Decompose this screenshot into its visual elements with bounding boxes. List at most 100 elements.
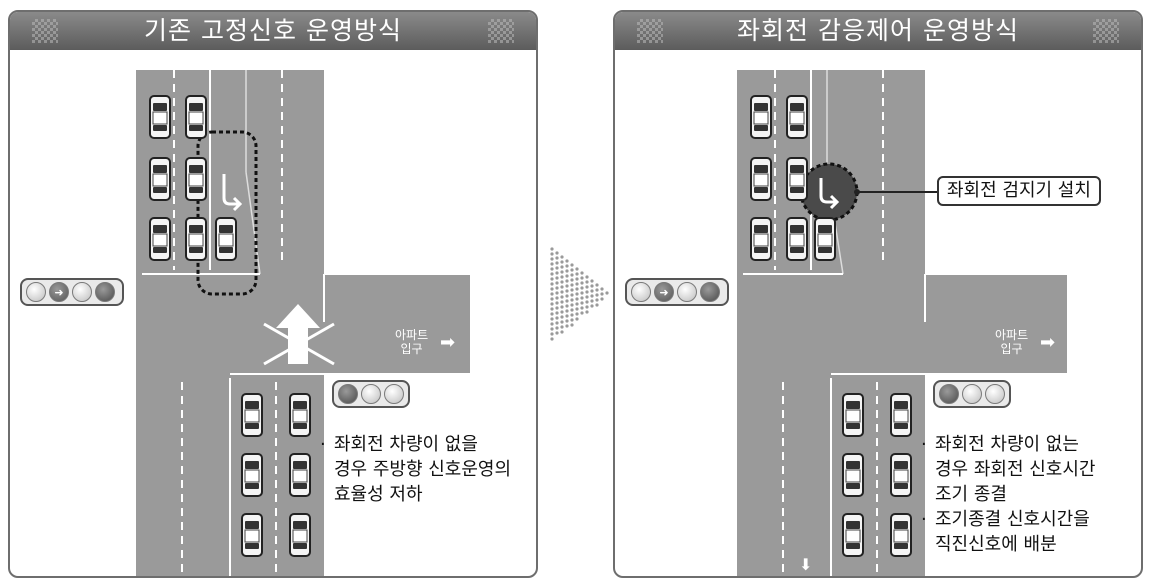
note-line: 직진신호에 배분: [935, 534, 1057, 555]
traffic-light-icon: [332, 380, 410, 408]
dot-icon: [565, 264, 569, 268]
car-icon: [786, 95, 808, 139]
lamp-icon: [361, 384, 381, 404]
car-icon: [842, 513, 864, 557]
car-icon: [215, 217, 237, 261]
dot-icon: [560, 275, 564, 279]
car-icon: [185, 157, 207, 201]
dot-icon: [555, 281, 559, 285]
dot-icon: [550, 277, 554, 281]
lamp-icon: [95, 282, 115, 302]
dot-icon: [595, 293, 599, 297]
car-icon: [241, 393, 263, 437]
dot-icon: [565, 324, 569, 328]
car-icon: [890, 453, 912, 497]
dot-icon: [565, 309, 569, 313]
dot-icon: [590, 284, 594, 288]
dot-icon: [560, 310, 564, 314]
dot-icon: [550, 282, 554, 286]
dot-icon: [590, 294, 594, 298]
dot-icon: [560, 295, 564, 299]
dot-icon: [595, 288, 599, 292]
dot-icon: [565, 304, 569, 308]
dot-icon: [565, 289, 569, 293]
dot-icon: [580, 281, 584, 285]
dot-icon: [555, 331, 559, 335]
right-arrow-icon: ➡: [440, 332, 456, 353]
note-line: 효율성 저하: [334, 484, 423, 505]
car-icon: [185, 95, 207, 139]
lamp-icon: [72, 282, 92, 302]
dot-icon: [550, 337, 554, 341]
note-line: 조기종결 신호시간을: [921, 507, 1095, 532]
apt-label-line2: 입구: [1000, 342, 1023, 356]
car-icon: [786, 157, 808, 201]
left-turn-arrow-icon: [819, 178, 840, 210]
note-line: 좌회전 차량이 없는: [921, 432, 1095, 457]
note: 좌회전 차량이 없는 경우 좌회전 신호시간 조기 종결 조기종결 신호시간을 …: [921, 432, 1095, 557]
dot-icon: [600, 297, 604, 301]
dot-icon: [575, 307, 579, 311]
dot-icon: [550, 317, 554, 321]
note-line: 조기 종결: [935, 484, 1007, 505]
dot-icon: [550, 262, 554, 266]
lamp-icon: [338, 384, 358, 404]
left-turn-arrow-icon: [222, 174, 243, 212]
dot-icon: [550, 257, 554, 261]
dot-icon: [550, 272, 554, 276]
apartment-entrance-label: 아파트 입구: [395, 328, 428, 356]
dot-icon: [595, 283, 599, 287]
dot-icon: [565, 319, 569, 323]
left-panel: 기존 고정신호 운영방식: [8, 10, 538, 578]
dot-icon: [565, 294, 569, 298]
dot-icon: [550, 302, 554, 306]
dot-icon: [550, 287, 554, 291]
dot-icon: [570, 273, 574, 277]
dot-icon: [600, 292, 604, 296]
dot-icon: [565, 279, 569, 283]
lamp-icon: [939, 384, 959, 404]
dot-icon: [580, 271, 584, 275]
dot-icon: [560, 270, 564, 274]
dot-icon: [550, 267, 554, 271]
traffic-light-icon: [933, 380, 1011, 408]
dot-icon: [575, 297, 579, 301]
dot-icon: [560, 320, 564, 324]
car-icon: [842, 453, 864, 497]
dot-icon: [570, 308, 574, 312]
dot-icon: [575, 312, 579, 316]
lamp-icon: [677, 282, 697, 302]
dot-icon: [585, 275, 589, 279]
car-icon: [241, 453, 263, 497]
note-line: 좌회전 차량이 없을: [320, 432, 511, 457]
dot-icon: [570, 283, 574, 287]
dot-icon: [575, 317, 579, 321]
dot-icon: [590, 304, 594, 308]
dot-icon: [550, 297, 554, 301]
traffic-light-icon: ➜: [20, 278, 124, 306]
dot-icon: [570, 318, 574, 322]
dot-icon: [555, 251, 559, 255]
dot-icon: [580, 301, 584, 305]
right-arrow-icon: ➡: [1040, 332, 1056, 353]
dot-icon: [570, 278, 574, 282]
dot-icon: [570, 263, 574, 267]
dot-icon: [590, 299, 594, 303]
dot-icon: [585, 300, 589, 304]
dot-icon: [560, 265, 564, 269]
panel-title: 기존 고정신호 운영방식: [144, 16, 402, 45]
dot-icon: [600, 287, 604, 291]
dot-icon: [560, 290, 564, 294]
dot-icon: [580, 296, 584, 300]
dot-icon: [575, 267, 579, 271]
car-group: [750, 95, 912, 557]
dot-icon: [570, 268, 574, 272]
lamp-icon: [384, 384, 404, 404]
dot-icon: [555, 311, 559, 315]
dot-icon: [555, 316, 559, 320]
dot-icon: [550, 312, 554, 316]
dot-icon: [590, 279, 594, 283]
apt-label-line1: 아파트: [995, 328, 1029, 342]
panel-title: 좌회전 감응제어 운영방식: [737, 16, 1019, 45]
dot-icon: [555, 266, 559, 270]
